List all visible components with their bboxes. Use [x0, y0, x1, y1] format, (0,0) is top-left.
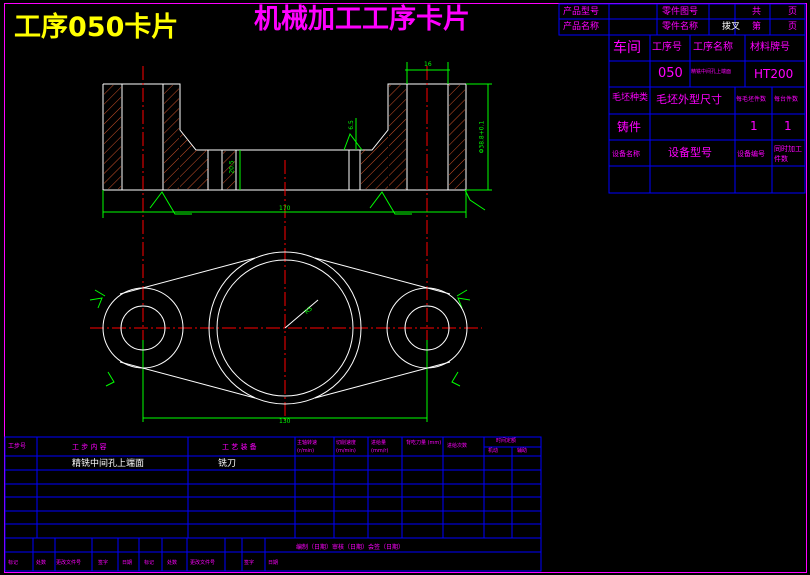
- card-title-center: 机械加工工序卡片: [254, 4, 470, 35]
- hdr-machine: 机动: [488, 448, 499, 454]
- part-name-value: 拨叉: [722, 22, 741, 32]
- hdr-spindle: 主轴转速 (r/min): [297, 440, 318, 454]
- process-no-label: 工序号: [652, 42, 682, 53]
- footer-mark-2: 标记: [144, 560, 155, 566]
- hdr-depth: 背吃刀量 (mm): [406, 440, 442, 446]
- hdr-time-quota: 时间定额: [496, 438, 517, 444]
- hdr-step-content: 工 步 内 容: [72, 443, 107, 451]
- dim-170: 170: [279, 205, 291, 212]
- row-content: 精铣中间孔上端面: [72, 459, 145, 469]
- footer-change-1: 更改文件号: [56, 560, 82, 566]
- section-view: [102, 83, 467, 191]
- dim-16: 16: [424, 61, 432, 68]
- footer-count-2: 处数: [167, 560, 178, 566]
- blanks-per-piece-value: 1: [750, 119, 758, 133]
- card-title-left: 工序050卡片: [14, 12, 179, 43]
- dim-130: 130: [279, 418, 291, 425]
- hdr-cut-speed: 切削速度 (m/min): [336, 440, 357, 454]
- dim-65: 6.5: [347, 120, 355, 130]
- process-name-label: 工序名称: [693, 42, 733, 53]
- product-model-label: 产品型号: [563, 7, 600, 17]
- product-name-label: 产品名称: [563, 22, 600, 32]
- footer-date-1: 日期: [122, 560, 133, 566]
- drawing-frame: [4, 3, 807, 573]
- equipment-no-label: 设备编号: [737, 150, 765, 158]
- hdr-aux: 辅助: [517, 448, 528, 454]
- page-label-1: 页: [788, 7, 798, 17]
- blank-type-label: 毛坯种类: [612, 93, 649, 103]
- plan-view: [102, 251, 468, 405]
- hdr-step-no: 工步号: [8, 443, 27, 450]
- dim-205: 20.5: [228, 160, 236, 174]
- blanks-per-piece-label: 每毛坯件数: [736, 96, 767, 103]
- part-drawing-no-label: 零件图号: [662, 7, 699, 17]
- sheet-label: 第: [752, 22, 762, 32]
- footer-sign-1: 签字: [98, 560, 109, 566]
- pieces-per-unit-value: 1: [784, 119, 792, 133]
- material-value: HT200: [754, 67, 794, 81]
- hdr-feed: 进给量 (mm/r): [371, 440, 389, 454]
- footer-mark-1: 标记: [8, 560, 19, 566]
- footer-change-2: 更改文件号: [190, 560, 216, 566]
- hdr-tooling: 工 艺 装 备: [222, 443, 257, 451]
- footer-date-2: 日期: [268, 560, 279, 566]
- equipment-name-label: 设备名称: [612, 150, 640, 158]
- blank-size-label: 毛坯外型尺寸: [656, 93, 722, 106]
- dim-right: Φ38.8+0.1: [478, 120, 486, 154]
- footer-sign-2: 签字: [244, 560, 255, 566]
- process-name-value: 精铣中间孔上端面: [691, 69, 732, 75]
- row-tool: 铣刀: [218, 459, 237, 469]
- workshop-label: 车间: [613, 40, 641, 56]
- equipment-model-label: 设备型号: [668, 146, 712, 159]
- page-label-2: 页: [788, 22, 798, 32]
- blank-type-value: 铸件: [617, 120, 642, 134]
- part-name-label: 零件名称: [662, 22, 699, 32]
- pieces-per-unit-label: 每台件数: [774, 96, 799, 103]
- footer-approvals: 编制（日期）审核（日期）会签（日期）: [296, 544, 405, 551]
- total-label: 共: [752, 7, 762, 17]
- footer-count-1: 处数: [36, 560, 47, 566]
- hdr-passes: 进给次数: [447, 443, 468, 449]
- material-label: 材料牌号: [750, 42, 790, 53]
- simultaneous-pieces-label: 同时加工件数: [774, 145, 802, 163]
- process-no-value: 050: [658, 66, 683, 81]
